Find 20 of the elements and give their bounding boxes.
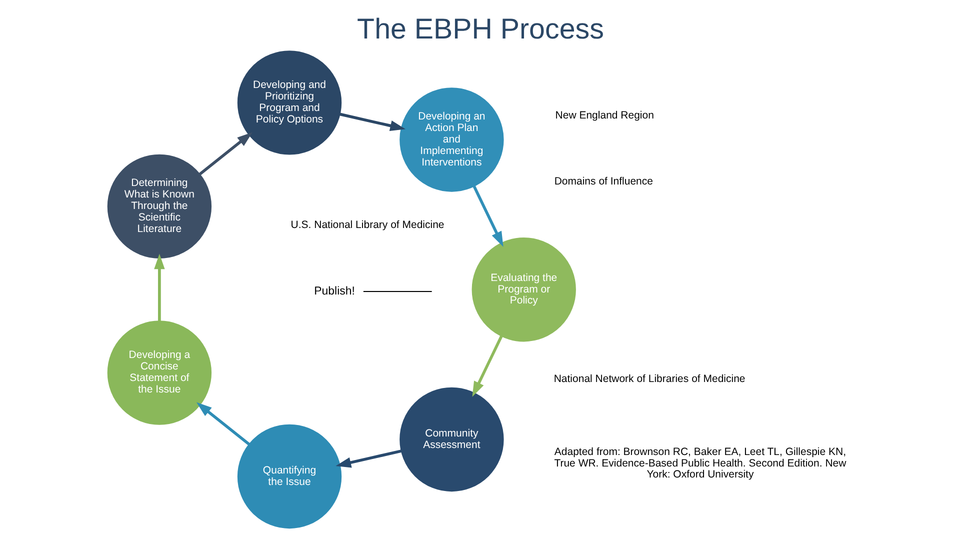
label: U.S. National Library of Medicine: [290, 219, 444, 232]
label: National Network of Libraries of Medicine: [553, 373, 745, 386]
node-circle: Evaluating the Program or Policy: [471, 238, 576, 342]
label: Adapted from: Brownson RC, Baker EA, Leet TL, Gillespie KN, True WR. Evidence-Based Public Health. Second Edition. New York: Oxford University: [554, 446, 846, 481]
node-circle: Quantifying the Issue: [236, 424, 342, 529]
arrow: [472, 336, 502, 397]
node-text: Publish!: [314, 285, 354, 298]
label: Domains of Influence: [554, 175, 652, 188]
connector: [362, 291, 432, 292]
arrow: [339, 112, 406, 131]
arrow: [154, 254, 164, 322]
arrow: [198, 132, 252, 176]
arrow: [196, 402, 250, 446]
arrow: [335, 450, 402, 468]
label: New England Region: [554, 109, 654, 122]
node-circle: Community Assessment: [399, 387, 504, 492]
node-circle: Determining What is Known Through the Scientific Literature: [106, 154, 212, 259]
node-circle: Developing an Action Plan and Implementing Interventions: [399, 88, 504, 192]
arrow: [472, 186, 503, 247]
diagram-title: The EBPH Process: [356, 14, 604, 46]
